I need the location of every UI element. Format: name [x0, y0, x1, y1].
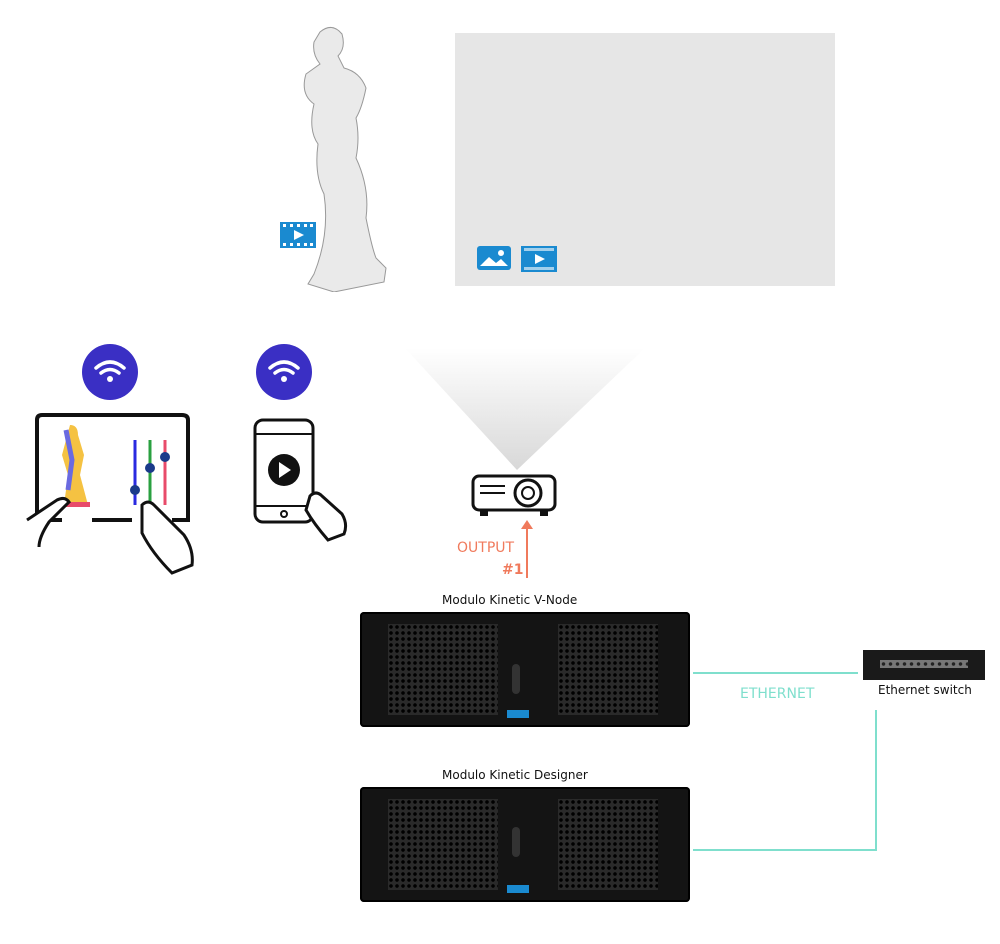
output-number: #1	[502, 562, 524, 578]
output-arrow	[526, 528, 528, 578]
tablet-control-icon	[26, 413, 194, 575]
switch-label: Ethernet switch	[878, 683, 972, 697]
output-label: OUTPUT	[457, 540, 515, 556]
wifi-icon	[82, 344, 138, 400]
designer-title: Modulo Kinetic Designer	[442, 768, 588, 782]
projection-beam	[405, 348, 645, 470]
vnode-server	[360, 612, 690, 727]
statue-image	[303, 27, 387, 292]
wifi-icon	[256, 344, 312, 400]
ethernet-label: ETHERNET	[740, 686, 815, 702]
ethernet-switch	[863, 650, 985, 680]
brand-badge	[507, 710, 529, 718]
vnode-title: Modulo Kinetic V-Node	[442, 593, 578, 607]
brand-badge	[507, 885, 529, 893]
arrow-head-icon	[521, 520, 533, 529]
ethernet-line	[693, 672, 858, 674]
projector-icon	[471, 474, 557, 516]
designer-server	[360, 787, 690, 902]
ethernet-line	[875, 710, 877, 851]
projection-screen	[455, 33, 835, 286]
phone-play-icon	[253, 418, 348, 542]
ethernet-line	[693, 849, 877, 851]
video-icon	[521, 246, 557, 272]
image-icon	[477, 246, 511, 270]
video-icon	[280, 222, 316, 248]
